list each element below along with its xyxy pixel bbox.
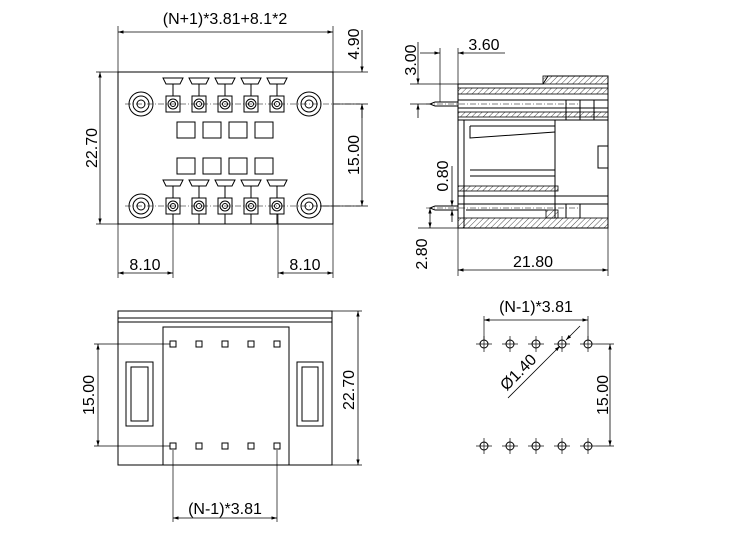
pin — [169, 442, 177, 450]
dim-side-gap: 0.80 — [435, 160, 458, 222]
pin — [273, 340, 281, 348]
pcb-hole — [528, 336, 544, 352]
pcb-hole — [502, 438, 518, 454]
label-side-length: 21.80 — [513, 254, 553, 271]
pcb-hole — [554, 438, 570, 454]
dim-right-offset: 8.10 — [277, 214, 334, 278]
pin — [169, 340, 177, 348]
window — [254, 157, 274, 175]
window — [176, 121, 196, 139]
pin — [195, 442, 203, 450]
label-pcb-pitch: (N-1)*3.81 — [499, 299, 573, 316]
label-right-offset: 8.10 — [289, 257, 320, 274]
label-side-top: 3.00 — [403, 44, 420, 75]
label-left-offset: 8.10 — [129, 257, 160, 274]
label-side-bottom: 2.80 — [414, 238, 431, 269]
dim-bottom-height: 22.70 — [332, 310, 362, 466]
pcb-hole — [476, 438, 492, 454]
dim-side-width-small: 3.60 — [420, 37, 505, 102]
dim-side-length: 21.80 — [457, 228, 609, 276]
window — [176, 157, 196, 175]
bottom-pins — [169, 340, 281, 450]
window — [202, 121, 222, 139]
top-terminals — [162, 77, 288, 224]
pin — [247, 340, 255, 348]
terminal-column — [188, 77, 210, 224]
top-mount-holes — [128, 91, 322, 219]
window — [202, 157, 222, 175]
window — [228, 157, 248, 175]
bottom-view — [117, 310, 333, 466]
top-view — [117, 71, 360, 225]
pin — [221, 442, 229, 450]
dim-side-top: 3.00 — [403, 42, 458, 118]
terminal-column — [162, 77, 184, 224]
label-bottom-rows: 15.00 — [81, 375, 98, 415]
dim-side-bottom: 2.80 — [414, 208, 458, 270]
dim-pcb-pitch: (N-1)*3.81 — [483, 299, 589, 340]
pcb-hole — [554, 336, 570, 352]
dim-top-width: (N+1)*3.81+8.1*2 — [117, 11, 334, 72]
dim-top-rows: 15.00 — [320, 104, 368, 207]
pin — [221, 340, 229, 348]
dim-left-offset: 8.10 — [117, 214, 174, 278]
dim-top-height: 22.70 — [84, 71, 118, 225]
label-pcb-hole: Ø1.40 — [497, 351, 540, 394]
label-top-rows: 15.00 — [346, 135, 363, 175]
dim-pcb-rows: 15.00 — [595, 343, 614, 447]
pcb-hole — [580, 438, 596, 454]
dim-top-edge: 4.90 — [333, 28, 368, 118]
terminal-column — [214, 77, 236, 224]
label-top-width: (N+1)*3.81+8.1*2 — [163, 11, 288, 28]
dim-bottom-pitch: (N-1)*3.81 — [172, 450, 278, 522]
pcb-hole — [528, 438, 544, 454]
pcb-hole — [502, 336, 518, 352]
terminal-column — [266, 77, 288, 224]
terminal-column — [240, 77, 262, 224]
label-top-edge: 4.90 — [346, 28, 363, 59]
label-side-width-small: 3.60 — [468, 37, 499, 54]
label-top-height: 22.70 — [84, 128, 101, 168]
label-pcb-rows: 15.00 — [595, 375, 612, 415]
pin — [273, 442, 281, 450]
pin — [247, 442, 255, 450]
label-bottom-pitch: (N-1)*3.81 — [188, 501, 262, 518]
dim-bottom-rows: 15.00 — [81, 343, 170, 447]
window — [228, 121, 248, 139]
label-bottom-height: 22.70 — [341, 370, 358, 410]
side-view — [426, 75, 609, 229]
window — [254, 121, 274, 139]
pin — [195, 340, 203, 348]
pcb-holes — [476, 336, 596, 454]
label-side-gap: 0.80 — [435, 160, 452, 191]
